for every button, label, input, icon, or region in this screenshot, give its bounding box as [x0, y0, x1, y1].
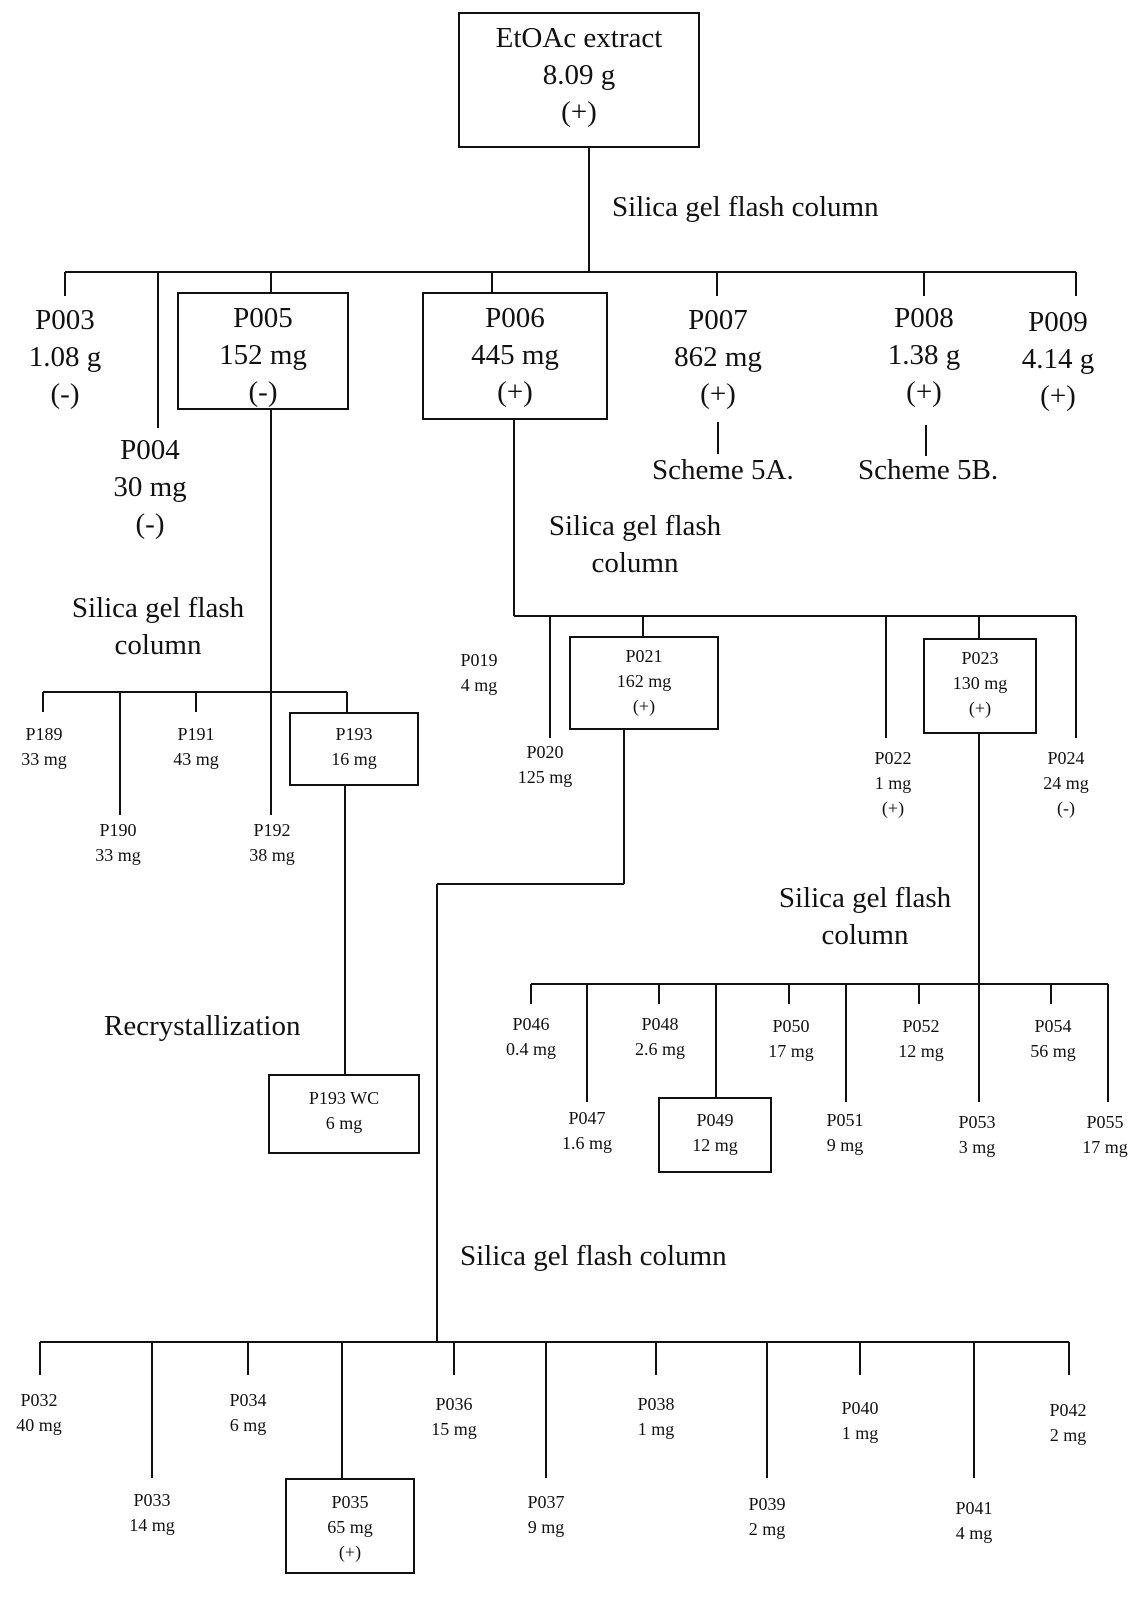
- root-name: EtOAc extract: [495, 22, 663, 54]
- node-P022: P022 1 mg (+): [874, 748, 912, 818]
- node-P007: P007 862 mg (+): [674, 304, 762, 410]
- node-P190: P190 33 mg: [95, 820, 141, 865]
- root-weight: 8.09 g: [542, 59, 616, 91]
- node-P033: P033 14 mg: [129, 1490, 175, 1535]
- node-P006: P006 445 mg (+): [422, 292, 608, 420]
- node-P189: P189 33 mg: [21, 724, 67, 769]
- step-label-p006-column: Silica gel flash column: [548, 510, 722, 579]
- node-P023: P023 130 mg (+): [923, 638, 1037, 734]
- node-P040: P040 1 mg: [841, 1398, 879, 1443]
- node-P020: P020 125 mg: [517, 742, 573, 787]
- node-P037: P037 9 mg: [527, 1492, 565, 1537]
- node-P055: P055 17 mg: [1082, 1112, 1128, 1157]
- node-P005: P005 152 mg (-): [177, 292, 349, 410]
- node-P192: P192 38 mg: [249, 820, 295, 865]
- step-label-p023-column: Silica gel flash column: [778, 882, 952, 951]
- root-node: EtOAc extract 8.09 g (+): [458, 12, 700, 148]
- node-P021: P021 162 mg (+): [569, 636, 719, 730]
- node-P032: P032 40 mg: [16, 1390, 62, 1435]
- scheme-5b-ref: Scheme 5B.: [858, 454, 999, 486]
- node-P038: P038 1 mg: [637, 1394, 675, 1439]
- node-P054: P054 56 mg: [1030, 1016, 1076, 1061]
- node-P050: P050 17 mg: [768, 1016, 814, 1061]
- node-P024: P024 24 mg (-): [1043, 748, 1089, 818]
- node-P034: P034 6 mg: [229, 1390, 267, 1435]
- node-P053: P053 3 mg: [958, 1112, 996, 1157]
- root-activity: (+): [561, 96, 597, 128]
- step-label-root-column: Silica gel flash column: [612, 191, 879, 223]
- node-P039: P039 2 mg: [748, 1494, 786, 1539]
- node-P048: P048 2.6 mg: [634, 1014, 685, 1059]
- node-P193: P193 16 mg: [289, 712, 419, 786]
- node-P008: P008 1.38 g (+): [887, 302, 961, 408]
- node-P191: P191 43 mg: [173, 724, 219, 769]
- node-P049: P049 12 mg: [658, 1097, 772, 1173]
- scheme-5a-ref: Scheme 5A.: [652, 454, 794, 486]
- node-P042: P042 2 mg: [1049, 1400, 1087, 1445]
- node-P052: P052 12 mg: [898, 1016, 944, 1061]
- node-P046: P046 0.4 mg: [505, 1014, 556, 1059]
- node-P003: P003 1.08 g (-): [28, 304, 102, 410]
- node-P009: P009 4.14 g (+): [1021, 306, 1095, 412]
- node-P051: P051 9 mg: [826, 1110, 864, 1155]
- node-P047: P047 1.6 mg: [561, 1108, 612, 1153]
- node-P193WC: P193 WC 6 mg: [268, 1074, 420, 1154]
- node-P035: P035 65 mg (+): [285, 1478, 415, 1574]
- node-P041: P041 4 mg: [955, 1498, 993, 1543]
- step-label-recrystallization: Recrystallization: [104, 1010, 301, 1042]
- step-label-p021-column: Silica gel flash column: [460, 1240, 727, 1272]
- node-P036: P036 15 mg: [431, 1394, 477, 1439]
- node-P004: P004 30 mg (-): [113, 434, 187, 540]
- node-P019: P019 4 mg: [460, 650, 498, 695]
- step-label-p005-column: Silica gel flash column: [71, 592, 245, 661]
